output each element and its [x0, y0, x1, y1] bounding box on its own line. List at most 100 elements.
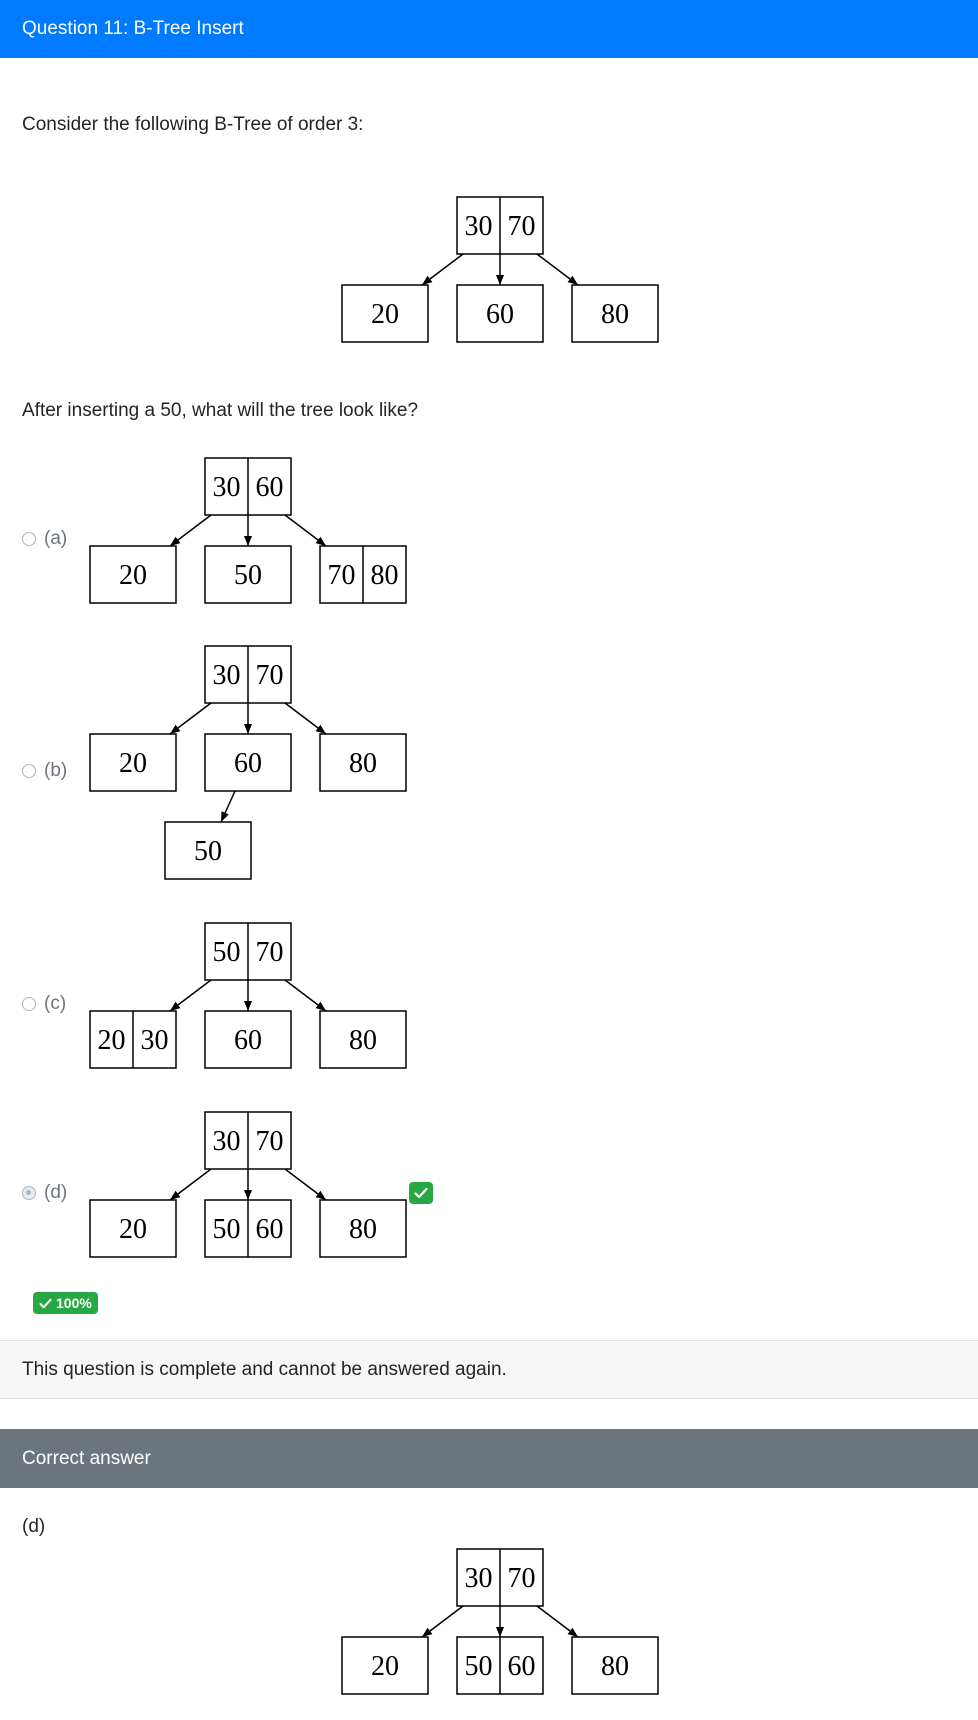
tree-child-node-key: 30: [141, 1025, 169, 1056]
tree-child-node-box: [89, 545, 177, 604]
tree-child-node-box: [204, 733, 292, 792]
score-value: 100%: [56, 1295, 92, 1311]
tree-root-node: 30 60: [204, 457, 292, 516]
tree-root-node-key: 70: [256, 937, 284, 968]
tree-child-node: 20: [341, 1636, 429, 1695]
tree-root-node-key: 70: [256, 660, 284, 691]
tree-child-node-key: 80: [349, 748, 377, 779]
tree-child-node: 20: [341, 284, 429, 343]
tree-child-node-box: [204, 545, 292, 604]
tree-edge-arrow: [315, 536, 326, 546]
tree-child-node-key: 50: [465, 1651, 493, 1682]
tree-child-node-key: 80: [601, 299, 629, 330]
option-d-radio[interactable]: [22, 1186, 36, 1200]
tree-child-node-box: [319, 733, 407, 792]
tree-child-node-box: [204, 1010, 292, 1069]
tree-edge-arrow: [221, 811, 229, 822]
tree-edge-arrow: [496, 275, 504, 285]
tree-root-node: 50 70: [204, 922, 292, 981]
check-icon: [414, 1187, 428, 1199]
tree-grandchild-node-key: 50: [194, 836, 222, 867]
tree-root-node-key: 30: [213, 660, 241, 691]
tree-child-node-key: 20: [371, 1651, 399, 1682]
question-prompt: After inserting a 50, what will the tree…: [22, 400, 419, 421]
tree-child-node: 80: [319, 733, 407, 792]
tree-child-node-key: 20: [371, 299, 399, 330]
tree-child-node: 60: [204, 733, 292, 792]
option-a[interactable]: (a): [22, 528, 67, 550]
tree-edge-arrow: [315, 1190, 326, 1200]
tree-edge-arrow: [170, 724, 181, 734]
tree-edge-arrow: [244, 1190, 252, 1200]
option-c-radio[interactable]: [22, 997, 36, 1011]
tree-child-node-key: 20: [119, 1214, 147, 1245]
question-title: Question 11: B-Tree Insert: [22, 18, 244, 39]
correct-answer-header: Correct answer: [0, 1429, 978, 1488]
tree-edge-arrow: [422, 275, 433, 285]
option-a-label: (a): [44, 528, 68, 549]
tree-child-node-key: 20: [119, 748, 147, 779]
tree-child-node-key: 80: [349, 1214, 377, 1245]
tree-child-node-box: [341, 284, 429, 343]
option-b-radio[interactable]: [22, 764, 36, 778]
tree-child-node-key: 70: [328, 560, 356, 591]
tree-child-node-box: [89, 733, 177, 792]
question-intro: Consider the following B-Tree of order 3…: [22, 114, 364, 135]
tree-child-node: 50 60: [204, 1199, 292, 1258]
option-d-label: (d): [44, 1182, 68, 1203]
tree-child-node: 60: [204, 1010, 292, 1069]
tree-child-node-key: 80: [601, 1651, 629, 1682]
tree-child-node-key: 60: [508, 1651, 536, 1682]
option-b-tree: 30 70 20 60 80 50: [89, 645, 407, 880]
tree-root-node: 30 70: [204, 1111, 292, 1170]
option-b[interactable]: (b): [22, 760, 67, 782]
tree-edge-arrow: [315, 1001, 326, 1011]
tree-child-node: 50: [204, 545, 292, 604]
tree-edge-arrow: [244, 1001, 252, 1011]
tree-edge-arrow: [567, 1627, 578, 1637]
tree-edge-arrow: [170, 1190, 181, 1200]
tree-root-node-key: 60: [256, 472, 284, 503]
score-badge: 100%: [33, 1292, 98, 1314]
tree-child-node-key: 60: [486, 299, 514, 330]
tree-child-node-key: 80: [371, 560, 399, 591]
option-b-label: (b): [44, 760, 68, 781]
tree-root-node: 30 70: [204, 645, 292, 704]
tree-child-node-box: [456, 284, 544, 343]
tree-edge-arrow: [244, 536, 252, 546]
tree-child-node: 80: [319, 1199, 407, 1258]
tree-child-node-key: 60: [256, 1214, 284, 1245]
tree-root-node-key: 30: [213, 1126, 241, 1157]
option-a-radio[interactable]: [22, 532, 36, 546]
tree-child-node-box: [319, 1199, 407, 1258]
tree-child-node-key: 50: [213, 1214, 241, 1245]
tree-child-node-box: [341, 1636, 429, 1695]
tree-grandchild-node: 50: [164, 821, 252, 880]
tree-child-node-box: [571, 1636, 659, 1695]
tree-child-node: 80: [571, 284, 659, 343]
tree-root-node-key: 50: [213, 937, 241, 968]
status-message: This question is complete and cannot be …: [0, 1340, 978, 1399]
tree-child-node-box: [319, 1010, 407, 1069]
option-d[interactable]: (d): [22, 1182, 67, 1204]
tree-child-node: 70 80: [319, 545, 407, 604]
tree-edge-arrow: [422, 1627, 433, 1637]
tree-root-node-key: 70: [256, 1126, 284, 1157]
tree-child-node-key: 60: [234, 748, 262, 779]
correct-answer-title: Correct answer: [22, 1448, 151, 1469]
option-c[interactable]: (c): [22, 993, 66, 1015]
correct-answer-label: (d): [22, 1516, 46, 1537]
option-c-label: (c): [44, 993, 67, 1014]
tree-child-node-key: 80: [349, 1025, 377, 1056]
tree-root-node-key: 30: [213, 472, 241, 503]
tree-root-node-key: 70: [508, 211, 536, 242]
tree-child-node: 20: [89, 1199, 177, 1258]
tree-child-node-key: 60: [234, 1025, 262, 1056]
tree-child-node: 50 60: [456, 1636, 544, 1695]
